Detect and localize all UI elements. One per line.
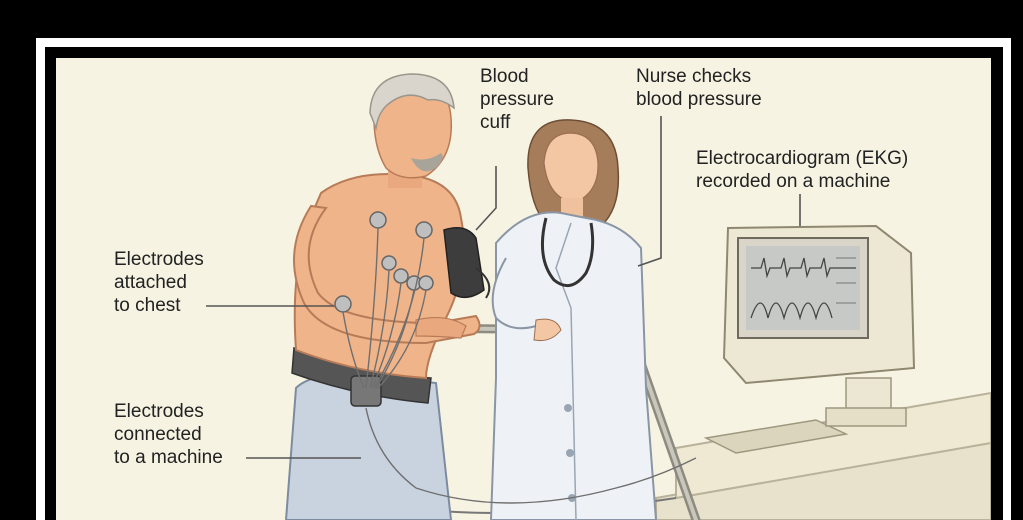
blood-pressure-cuff-label: Blood pressure cuff	[480, 65, 554, 134]
nurse-checks-label: Nurse checks blood pressure	[636, 65, 762, 111]
electrodes-chest-label: Electrodes attached to chest	[114, 248, 204, 317]
ekg-machine	[656, 226, 991, 520]
ekg-label: Electrocardiogram (EKG) recorded on a ma…	[696, 147, 908, 193]
nurse	[491, 120, 656, 520]
electrodes-machine-label: Electrodes connected to a machine	[114, 400, 223, 469]
illustration-panel: Blood pressure cuff Nurse checks blood p…	[56, 58, 991, 520]
